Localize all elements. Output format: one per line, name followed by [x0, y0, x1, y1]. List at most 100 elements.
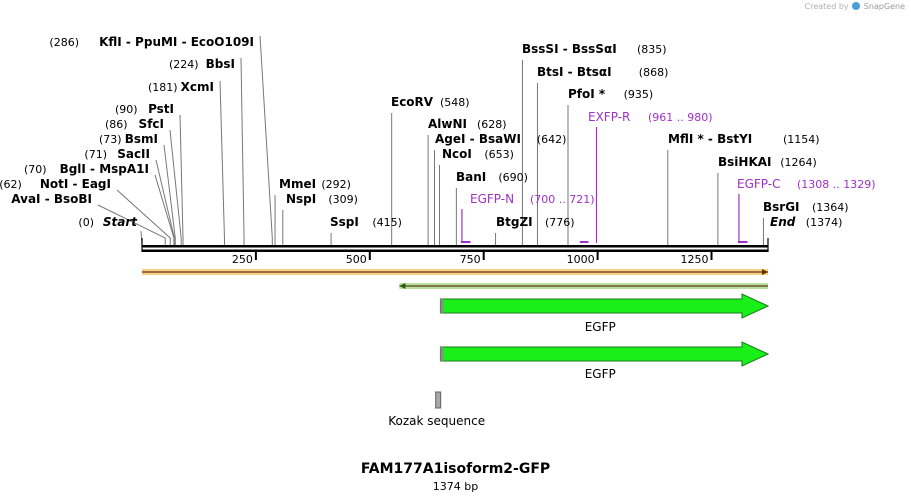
site-name: PfoI *: [568, 87, 606, 101]
feature-box: [435, 391, 442, 409]
site-name: NspI: [286, 192, 316, 206]
orf-arrowhead: [762, 269, 768, 275]
site-name: BbsI: [206, 57, 235, 71]
site-name: XcmI: [181, 80, 214, 94]
site-leader-line: [240, 57, 245, 245]
primer-binding-bar: [579, 241, 589, 243]
site-leader-line: [155, 159, 175, 245]
site-position: (548): [440, 96, 470, 109]
site-leader-line: [169, 129, 182, 245]
site-position: (62): [0, 178, 22, 191]
feature-arrow: [439, 341, 770, 367]
site-name: SfcI: [139, 117, 164, 131]
primer-binding-bar: [460, 241, 471, 243]
site-name: PstI: [148, 102, 174, 116]
credit-brand: SnapGene: [863, 2, 905, 11]
backbone-strand-bottom: [142, 249, 768, 252]
site-leader-line: [163, 144, 176, 245]
site-position: (1154): [783, 133, 820, 146]
site-name: AvaI - BsoBI: [11, 192, 92, 206]
site-position: (1374): [806, 216, 843, 229]
snapgene-logo-icon: [852, 2, 861, 10]
primer-range: (700 .. 721): [530, 193, 595, 206]
site-position: (935): [624, 88, 654, 101]
feature-label: EGFP: [585, 320, 616, 334]
scale-tick-mark: [254, 252, 257, 260]
site-position: (642): [537, 133, 567, 146]
site-position: (309): [328, 193, 358, 206]
site-position: (86): [105, 118, 128, 131]
site-name: Start: [103, 215, 138, 229]
restriction-sites: Start(0)AvaI - BsoBI(51)NotI - EagI(62)B…: [0, 35, 849, 229]
site-name: BglI - MspA1I: [60, 162, 149, 176]
site-name: BsrGI: [763, 200, 800, 214]
site-leader-line: [179, 114, 184, 245]
scale-tick-mark: [710, 252, 713, 260]
scale-tick-mark: [596, 252, 599, 260]
site-position: (0): [78, 216, 94, 229]
scale-tick-mark: [482, 252, 485, 260]
orf-arrowhead: [399, 283, 406, 289]
site-position: (1264): [780, 156, 817, 169]
site-name: End: [770, 215, 796, 229]
scale-tick-label: 1250: [681, 253, 709, 266]
credit-line: Created by SnapGene: [805, 2, 905, 11]
feature-arrows: EGFP EGFP Kozak sequence: [388, 293, 770, 428]
feature-label: EGFP: [585, 367, 616, 381]
scale-tick-label: 500: [346, 253, 367, 266]
site-name: AgeI - BsaWI: [435, 132, 521, 146]
site-leader-line: [219, 80, 225, 245]
primer-binding-bar: [737, 241, 748, 243]
site-position: (868): [639, 66, 669, 79]
credit-prefix: Created by: [804, 2, 849, 11]
site-leader-line: [97, 204, 166, 245]
primer-name: EGFP-N: [470, 192, 514, 206]
site-position: (292): [321, 178, 351, 191]
site-position: (776): [545, 216, 575, 229]
site-position: (628): [477, 118, 507, 131]
scale-ticks: 250 500 750 1000 1250: [232, 252, 713, 266]
primer-annotations: EXFP-R (961 .. 980) EGFP-N (700 .. 721) EGFP…: [460, 110, 876, 243]
site-position: (835): [637, 43, 667, 56]
scale-tick-label: 750: [460, 253, 481, 266]
site-name: SspI: [330, 215, 359, 229]
site-position: (690): [498, 171, 528, 184]
site-position: (71): [84, 148, 107, 161]
site-name: NotI - EagI: [40, 177, 111, 191]
site-name: MmeI: [279, 177, 316, 191]
orf-bars: [142, 269, 768, 289]
primer-range: (1308 .. 1329): [797, 178, 876, 191]
site-name: AlwNI: [428, 117, 467, 131]
scale-tick-label: 250: [232, 253, 253, 266]
primer-range: (961 .. 980): [648, 111, 713, 124]
backbone: [141, 238, 769, 252]
plasmid-length: 1374 bp: [432, 480, 479, 493]
site-position: (90): [115, 103, 138, 116]
site-position: (73): [99, 133, 122, 146]
plasmid-name: FAM177A1isoform2-GFP: [360, 461, 551, 477]
feature-label: Kozak sequence: [388, 414, 485, 428]
site-name: BsiHKAI: [718, 155, 772, 169]
site-leader-line: [259, 35, 273, 245]
site-position: (415): [372, 216, 402, 229]
site-position: (224): [169, 58, 199, 71]
site-name: BtsI - BtsαI: [537, 65, 612, 79]
scale-tick-label: 1000: [567, 253, 595, 266]
site-position: (70): [24, 163, 47, 176]
primer-name: EXFP-R: [588, 110, 630, 124]
site-name: MflI * - BstYI: [668, 132, 752, 146]
site-name: BanI: [456, 170, 486, 184]
site-name: BtgZI: [496, 215, 533, 229]
scale-tick-mark: [368, 252, 371, 260]
feature-start-cap: [440, 299, 444, 313]
feature-start-cap: [440, 347, 444, 361]
site-name: NcoI: [442, 147, 472, 161]
primer-name: EGFP-C: [737, 177, 780, 191]
site-leader-line: [116, 189, 171, 245]
site-position: (181): [148, 81, 178, 94]
site-name: BssSI - BssSαI: [522, 42, 617, 56]
site-leader-lines: [97, 35, 764, 246]
site-position: (653): [484, 148, 514, 161]
site-name: EcoRV: [391, 95, 434, 109]
